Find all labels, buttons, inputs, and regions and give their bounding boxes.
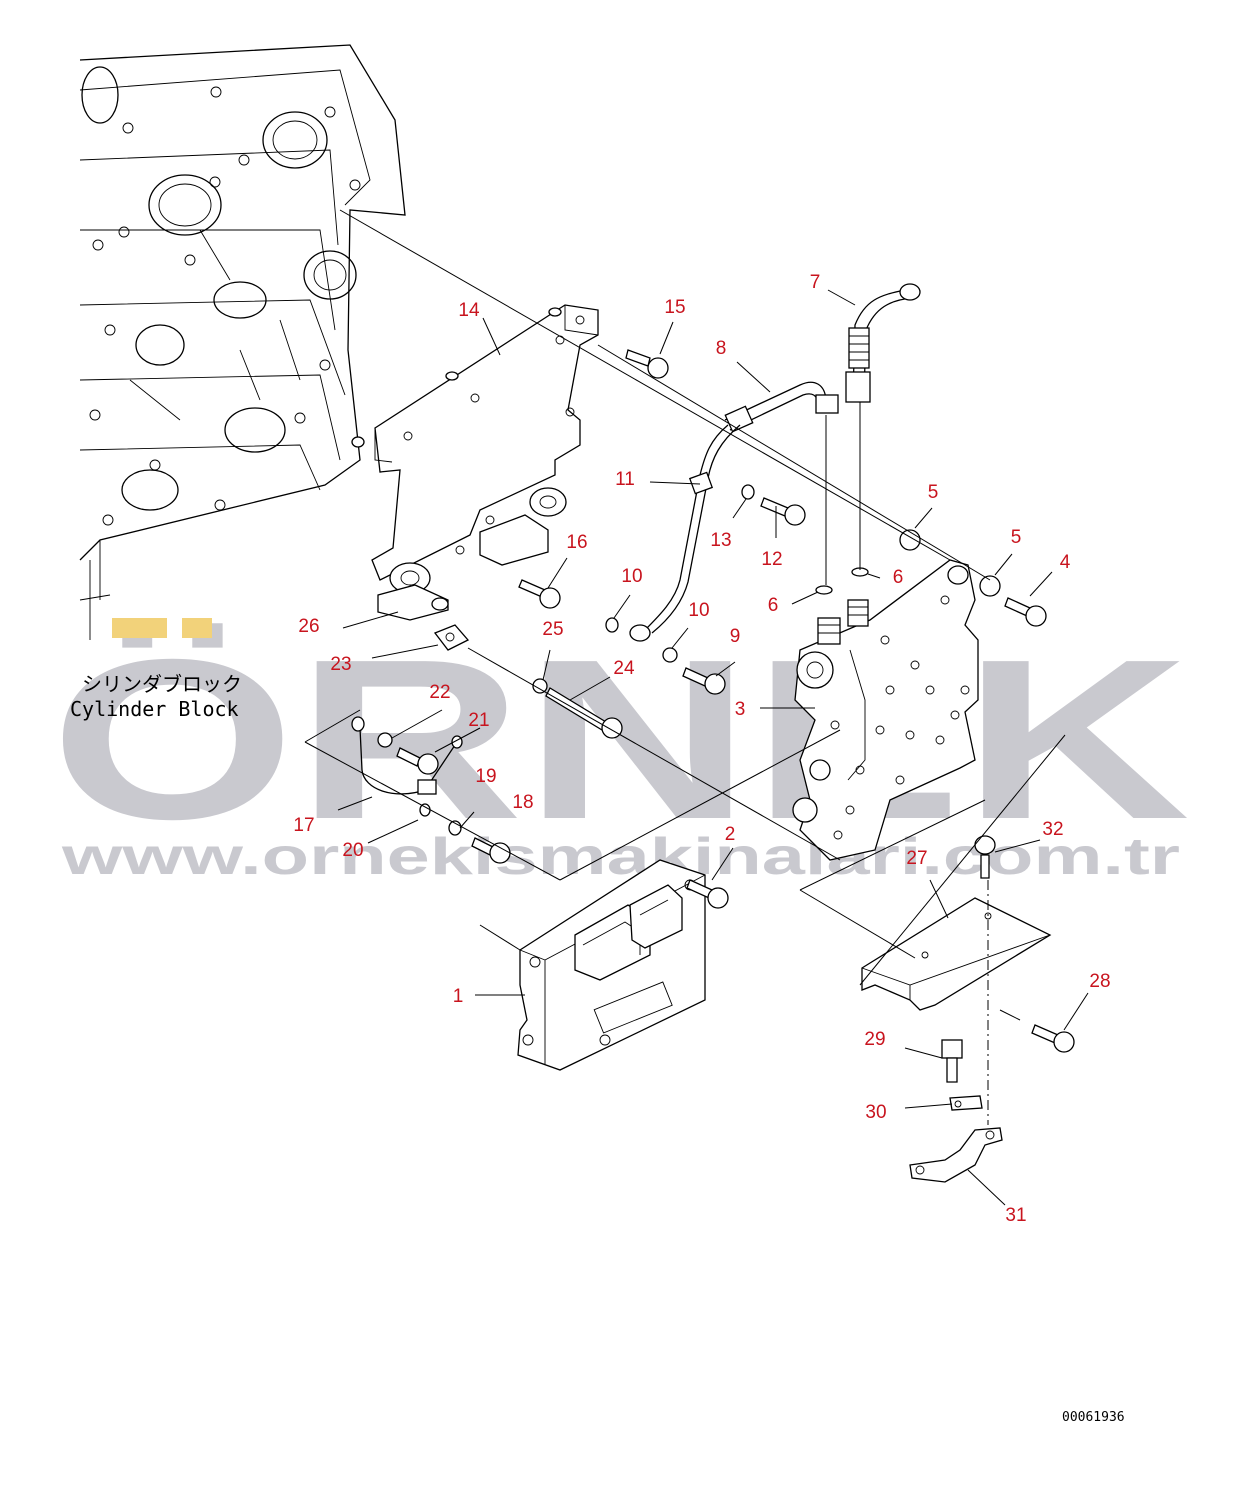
callout-3: 3	[735, 699, 746, 720]
callout-24: 24	[613, 658, 635, 679]
watermark-umlaut-left	[112, 618, 167, 638]
callout-4: 4	[1060, 552, 1071, 573]
callout-14: 14	[458, 300, 480, 321]
callout-numbers: 1 2 3 4 5 5 6 6 7 8 9 10 10 11 12 13 14 …	[293, 272, 1110, 1226]
cover-and-bracket	[861, 897, 1052, 1183]
callout-28: 28	[1089, 971, 1110, 992]
callout-6a: 6	[768, 595, 779, 616]
callout-22: 22	[429, 682, 450, 703]
callout-19: 19	[475, 766, 496, 787]
callout-10b: 10	[688, 600, 709, 621]
callout-7: 7	[810, 272, 821, 293]
callout-5b: 5	[1011, 527, 1022, 548]
callout-30: 30	[865, 1102, 886, 1123]
assembly-lines	[304, 209, 1066, 1125]
callout-12: 12	[761, 549, 782, 570]
bracket-plate	[351, 304, 599, 621]
callout-27: 27	[906, 848, 927, 869]
cylinder-block-label-jp: シリンダブロック	[82, 672, 242, 696]
watermark-umlaut-right	[182, 618, 212, 638]
callout-32: 32	[1042, 819, 1063, 840]
callout-10a: 10	[621, 566, 642, 587]
callout-25: 25	[542, 619, 563, 640]
callout-2: 2	[725, 824, 736, 845]
watermark-brand: ÖRNEK	[50, 613, 1190, 867]
callout-15: 15	[664, 297, 685, 318]
valve-plate-assembly	[792, 559, 979, 861]
callout-9: 9	[730, 626, 741, 647]
callout-23: 23	[330, 654, 351, 675]
callout-13: 13	[710, 530, 731, 551]
callout-31: 31	[1005, 1205, 1026, 1226]
hoses-and-tubes	[629, 283, 921, 642]
callout-1: 1	[453, 986, 464, 1007]
callout-5a: 5	[928, 482, 939, 503]
cylinder-block	[79, 44, 406, 640]
callout-20: 20	[342, 840, 363, 861]
callout-16: 16	[566, 532, 587, 553]
callout-26: 26	[298, 616, 319, 637]
watermark-url: www.ornekismakinalari.com.tr	[61, 828, 1180, 886]
callout-18: 18	[512, 792, 533, 813]
watermark: ÖRNEK www.ornekismakinalari.com.tr	[50, 613, 1190, 886]
callout-8: 8	[716, 338, 727, 359]
callout-21: 21	[468, 710, 489, 731]
callout-11: 11	[615, 469, 635, 490]
callout-6b: 6	[893, 567, 904, 588]
fasteners	[351, 349, 1075, 1111]
cylinder-block-label-en: Cylinder Block	[70, 697, 239, 721]
drawing-number: 00061936	[1062, 1410, 1125, 1425]
callout-29: 29	[864, 1029, 885, 1050]
callout-leaders	[337, 289, 1089, 1206]
ecu-controller	[517, 859, 706, 1071]
callout-17: 17	[293, 815, 314, 836]
